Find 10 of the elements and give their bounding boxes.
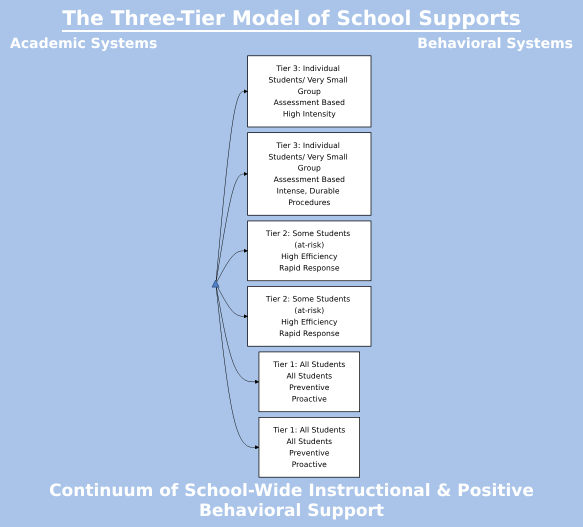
node-box <box>258 417 360 478</box>
node-box <box>247 55 372 128</box>
node-box <box>247 286 372 347</box>
node-box <box>247 220 372 282</box>
node-box <box>258 352 360 412</box>
system-heading: Academic Systems <box>10 36 158 52</box>
node-box <box>247 132 372 216</box>
caption: Continuum of School-Wide Instructional & Positive Behavioral Support <box>48 481 535 521</box>
system-heading: Behavioral Systems <box>417 36 573 52</box>
title: The Three-Tier Model of School Supports <box>62 6 521 32</box>
